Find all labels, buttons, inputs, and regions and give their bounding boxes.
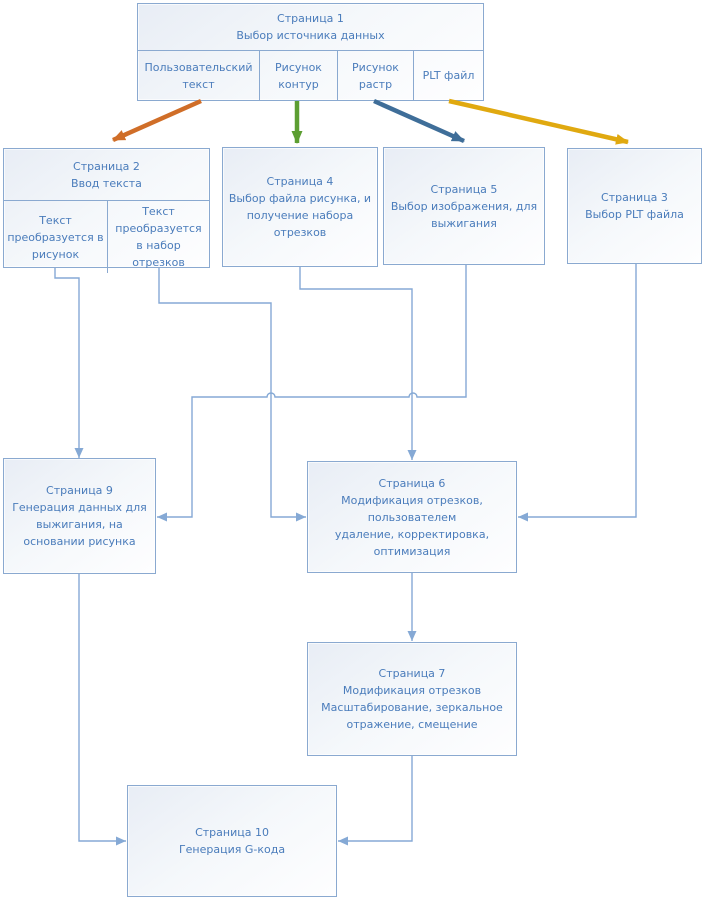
node-page1-title: Страница 1 Выбор источника данных [236,12,385,42]
node-page1-tab-row: Пользовательский текст Рисунок контур Ри… [138,50,483,100]
branch-text-to-segments: Текст преобразуется в набор отрезков [107,201,209,273]
arrow-raster-to-page5 [373,98,465,144]
branch-text-to-picture: Текст преобразуется в рисунок [7,213,104,261]
tab-picture-contour: Рисунок контур [259,51,337,100]
node-page2: Страница 2 Ввод текста Текст преобразует… [3,148,210,273]
node-page10: Страница 10 Генерация G-кода [127,785,337,897]
connector-page2-to-page9 [54,268,84,458]
node-page2-branch-row: Текст преобразуется в рисунок Текст прео… [4,200,209,273]
connector-page7-to-page10 [338,756,413,846]
connector-page9-to-page10 [78,574,126,846]
arrow-plt-to-page3 [448,98,629,145]
node-page1: Страница 1 Выбор источника данных Пользо… [137,3,484,101]
connector-page2-to-page6 [158,268,306,522]
node-page4: Страница 4 Выбор файла рисунка, и получе… [222,147,378,267]
node-page3: Страница 3 Выбор PLT файла [567,148,702,264]
arrow-user-text-to-page2 [112,98,202,143]
node-page2-title: Страница 2 Ввод текста [71,159,142,190]
connector-page4-to-page6 [299,267,417,460]
tab-picture-raster: Рисунок растр [337,51,413,100]
connector-page3-to-page6 [518,264,637,522]
node-page6: Страница 6 Модификация отрезков, пользов… [307,461,517,573]
connector-page5-to-page9 [157,265,467,522]
tab-plt-file: PLT файл [413,51,483,100]
tab-user-text: Пользовательский текст [144,60,253,91]
node-page7: Страница 7 Модификация отрезков Масштаби… [307,642,517,756]
node-page9: Страница 9 Генерация данных для выжигани… [3,458,156,574]
node-page5: Страница 5 Выбор изображения, для выжига… [383,147,545,265]
